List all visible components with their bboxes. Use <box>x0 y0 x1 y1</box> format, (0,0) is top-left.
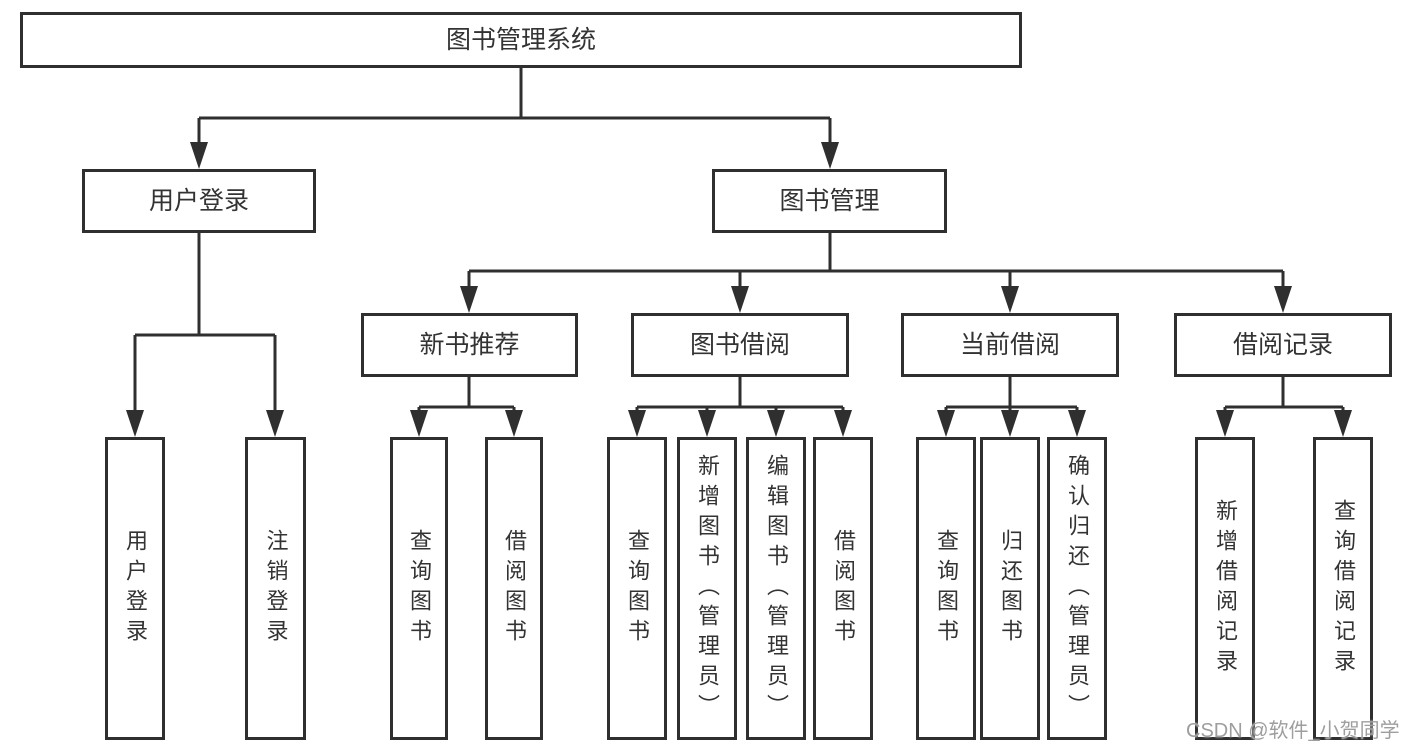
leaf-query-books-borrowing: 查询图书 <box>607 437 667 740</box>
arrowheads <box>126 142 1352 437</box>
leaf-query-borrow-record: 查询借阅记录 <box>1313 437 1373 740</box>
leaf-borrow-books-recommend: 借阅图书 <box>485 437 543 740</box>
node-user-login: 用户登录 <box>82 169 316 233</box>
node-borrowing-records: 借阅记录 <box>1174 313 1392 377</box>
leaf-user-login: 用户登录 <box>105 437 165 740</box>
leaf-borrow-books-borrowing: 借阅图书 <box>813 437 873 740</box>
node-library-management-system: 图书管理系统 <box>20 12 1022 68</box>
leaf-query-books-recommend: 查询图书 <box>390 437 448 740</box>
leaf-edit-books-admin: 编辑图书（管理员） <box>746 437 806 740</box>
leaf-add-books-admin: 新增图书（管理员） <box>677 437 737 740</box>
node-new-book-recommend: 新书推荐 <box>361 313 578 377</box>
node-book-management: 图书管理 <box>712 169 947 233</box>
leaf-confirm-return-admin: 确认归还（管理员） <box>1047 437 1107 740</box>
leaf-logout: 注销登录 <box>245 437 306 740</box>
leaf-add-borrow-record: 新增借阅记录 <box>1195 437 1255 740</box>
watermark: CSDN @软件_小贺同学 <box>1186 720 1400 742</box>
node-book-borrowing: 图书借阅 <box>631 313 849 377</box>
node-current-borrowing: 当前借阅 <box>901 313 1119 377</box>
leaf-return-books: 归还图书 <box>980 437 1040 740</box>
leaf-query-books-current: 查询图书 <box>916 437 976 740</box>
